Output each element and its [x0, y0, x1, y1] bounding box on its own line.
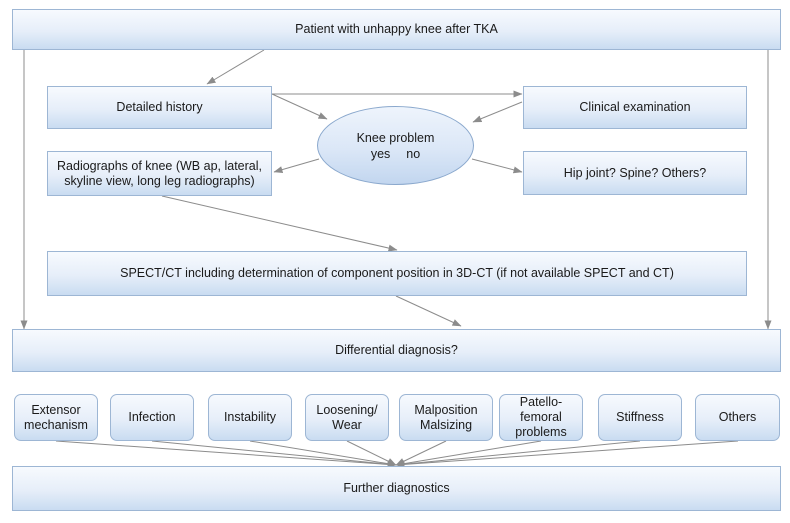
history-label: Detailed history — [116, 100, 203, 114]
dx-box-4: Loosening/ Wear — [305, 394, 389, 441]
dx-label: Malposition — [414, 402, 478, 417]
radiographs-box: Radiographs of knee (WB ap, lateral, sky… — [47, 151, 272, 196]
arrow-dx-8 — [395, 440, 739, 468]
radiographs-line-1: Radiographs of knee (WB ap, lateral, — [57, 158, 262, 173]
arrow-dx-4 — [346, 440, 397, 466]
arrow-top-to-history — [206, 49, 265, 85]
dx-box-1: Extensor mechanism — [14, 394, 98, 441]
dx-box-5: Malposition Malsizing — [399, 394, 493, 441]
option-no: no — [406, 146, 421, 161]
arrow-dx-3 — [249, 440, 397, 468]
arrow-dx-7 — [395, 440, 641, 468]
dx-box-3: Instability — [208, 394, 292, 441]
arrow-dx-6 — [395, 440, 542, 468]
knee-problem-title: Knee problem — [356, 130, 435, 145]
dx-label: Extensor — [31, 402, 81, 417]
further-box: Further diagnostics — [12, 466, 781, 511]
dx-label: Others — [718, 410, 757, 424]
clinical-box: Clinical examination — [523, 86, 747, 129]
arrow-knee-to-hip — [471, 158, 523, 174]
history-box: Detailed history — [47, 86, 272, 129]
spect-label: SPECT/CT including determination of comp… — [120, 266, 674, 280]
hip-box: Hip joint? Spine? Others? — [523, 151, 747, 195]
clinical-label: Clinical examination — [579, 100, 691, 114]
dx-label: Patello- — [519, 395, 563, 409]
hip-label: Hip joint? Spine? Others? — [563, 165, 707, 180]
arrow-spect-to-differential — [395, 295, 462, 327]
differential-label: Differential diagnosis? — [335, 343, 458, 357]
arrow-dx-5 — [395, 440, 447, 466]
further-label: Further diagnostics — [343, 481, 450, 495]
spect-box: SPECT/CT including determination of comp… — [47, 251, 747, 296]
top-box: Patient with unhappy knee after TKA — [12, 9, 781, 50]
dx-box-8: Others — [695, 394, 780, 441]
arrow-dx-1 — [55, 440, 397, 468]
dx-label: Instability — [223, 410, 277, 424]
dx-box-6: Patello- femoral problems — [499, 394, 583, 441]
differential-box: Differential diagnosis? — [12, 329, 781, 372]
dx-label: Stiffness — [616, 410, 664, 424]
dx-label: Loosening/ — [316, 402, 378, 417]
arrow-knee-to-radiographs — [273, 158, 320, 174]
dx-label: Infection — [128, 410, 176, 424]
option-yes: yes — [370, 146, 391, 161]
dx-label: Wear — [332, 417, 362, 432]
dx-label: mechanism — [24, 417, 88, 432]
dx-box-7: Stiffness — [598, 394, 682, 441]
top-label: Patient with unhappy knee after TKA — [295, 22, 498, 36]
dx-label: problems — [515, 425, 567, 439]
dx-label: femoral — [520, 410, 562, 424]
dx-box-2: Infection — [110, 394, 194, 441]
dx-label: Malsizing — [419, 417, 473, 432]
arrow-history-to-knee — [271, 93, 328, 120]
arrow-radiographs-to-spect — [161, 195, 398, 252]
radiographs-line-2: skyline view, long leg radiographs) — [64, 173, 255, 188]
arrow-clinical-to-knee — [472, 101, 523, 123]
arrow-dx-2 — [151, 440, 397, 468]
